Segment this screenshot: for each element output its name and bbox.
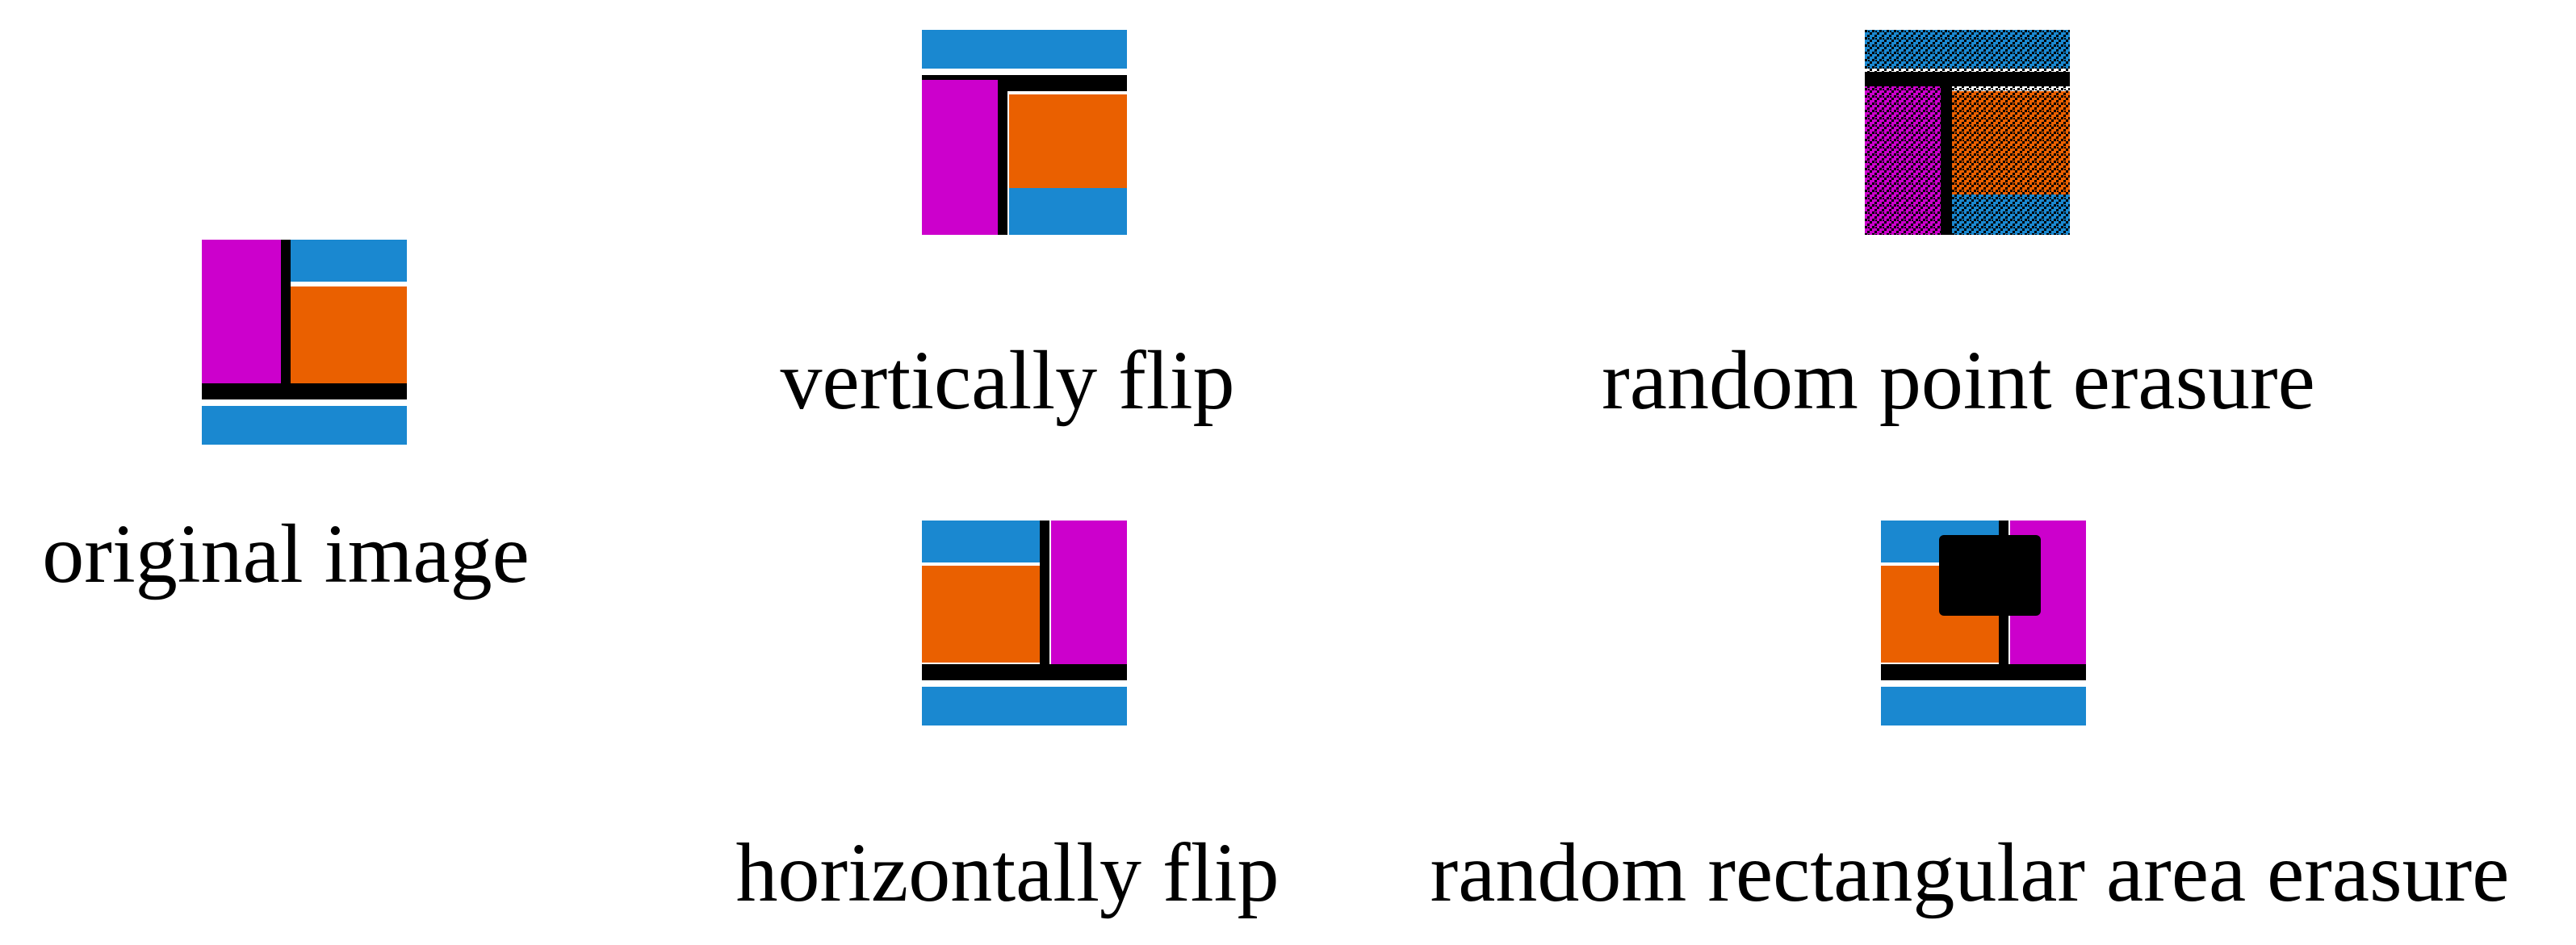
horizontally-flip-caption: horizontally flip (735, 826, 1280, 919)
point-erasure-graphic (1865, 30, 2070, 235)
black-vertical-bar (1040, 521, 1049, 680)
blue-top-region (922, 30, 1127, 69)
magenta-region (922, 80, 998, 235)
orange-region (922, 566, 1040, 663)
original-image-graphic (202, 240, 407, 445)
horizontally-flipped-graphic (922, 521, 1127, 725)
magenta-region (202, 240, 281, 395)
magenta-region (1051, 521, 1127, 675)
random-point-erasure-caption: random point erasure (1602, 334, 2315, 427)
blue-top-region (289, 240, 407, 282)
blue-bottom-region (1881, 687, 2086, 725)
erased-points-overlay (1865, 30, 2070, 235)
black-horizontal-bar (1881, 664, 2086, 680)
blue-top-region (922, 521, 1040, 562)
erased-rectangle (1939, 535, 2041, 616)
rect-erasure-tile (1881, 521, 2086, 725)
black-vertical-bar (998, 75, 1007, 235)
horizontally-flipped-tile (922, 521, 1127, 725)
blue-bottom-region (1009, 188, 1127, 235)
vertically-flipped-tile (922, 30, 1127, 235)
vertically-flip-caption: vertically flip (780, 334, 1235, 427)
blue-bottom-region (922, 687, 1127, 725)
vertically-flipped-graphic (922, 30, 1127, 235)
orange-region (1009, 94, 1127, 188)
original-image-caption: original image (42, 508, 530, 600)
black-horizontal-bar (922, 664, 1127, 680)
black-vertical-bar (281, 240, 291, 399)
orange-region (289, 286, 407, 383)
blue-bottom-region (202, 406, 407, 445)
black-horizontal-bar (202, 383, 407, 399)
point-erasure-tile (1865, 30, 2070, 235)
original-image-tile (202, 240, 407, 445)
rect-erasure-graphic (1881, 521, 2086, 725)
random-rectangular-area-erasure-caption: random rectangular area erasure (1430, 826, 2510, 919)
